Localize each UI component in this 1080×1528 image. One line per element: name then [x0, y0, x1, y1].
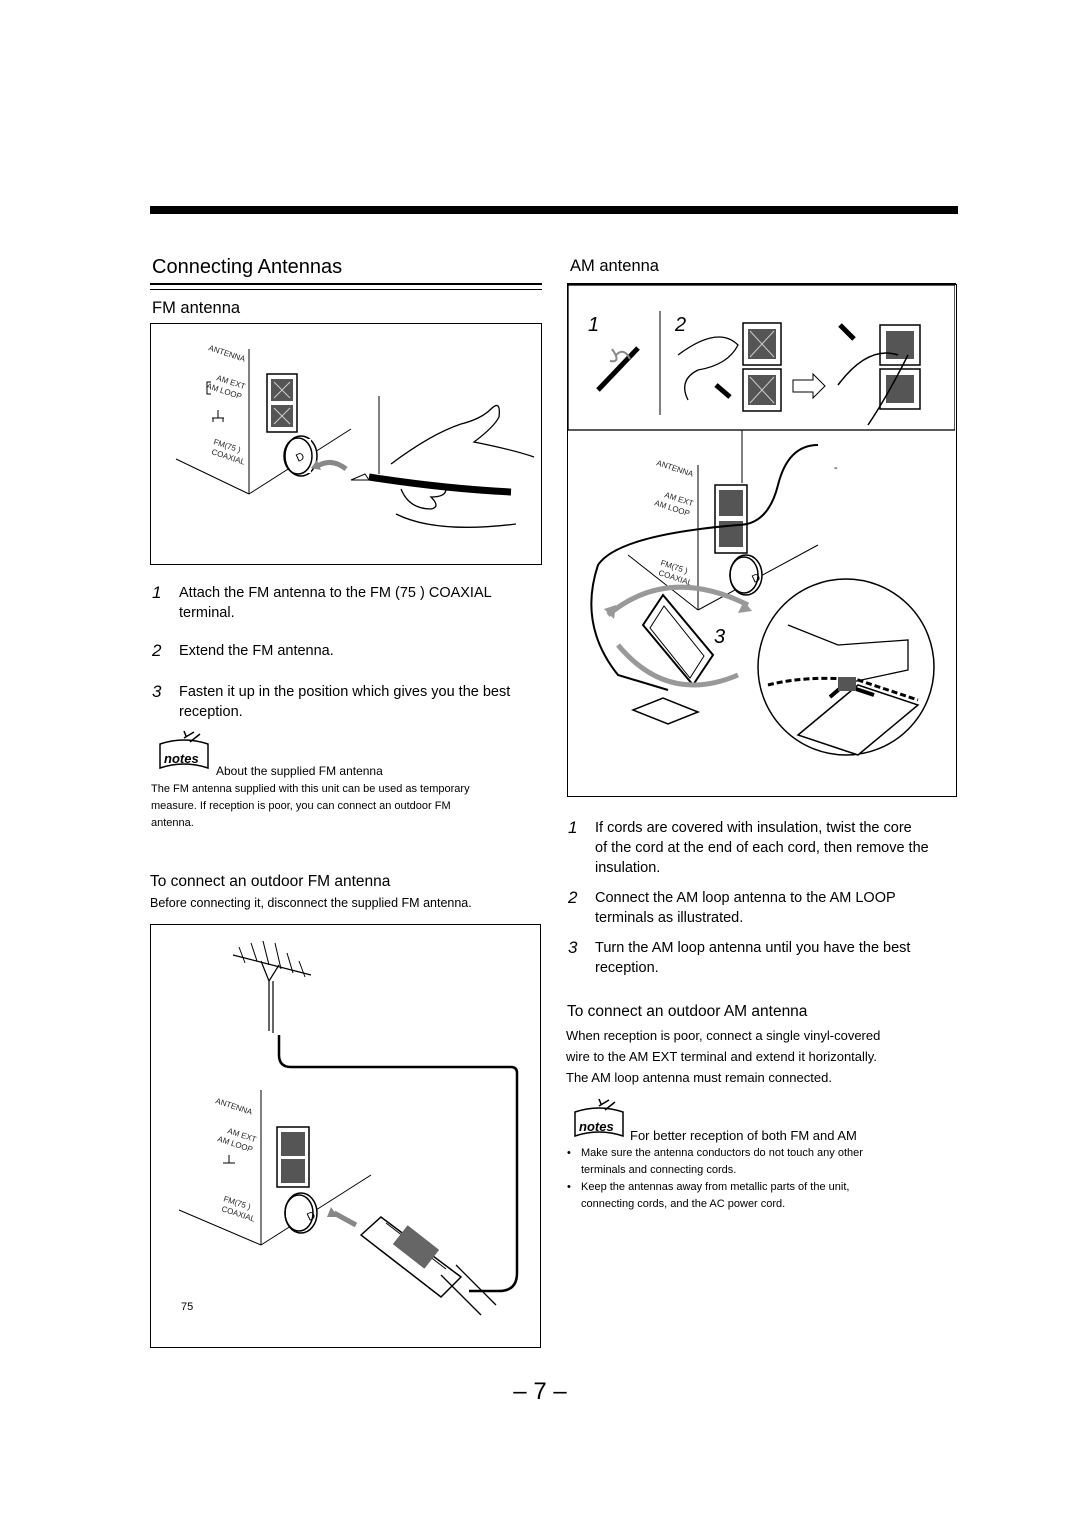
fm-step-2: 2 Extend the FM antenna. — [152, 641, 552, 661]
outdoor-am-text: When reception is poor, connect a single… — [566, 1025, 976, 1088]
figure-step-2: 2 — [674, 314, 686, 336]
notes-line: The FM antenna supplied with this unit c… — [151, 783, 470, 795]
outdoor-fm-illustration: ANTENNA AM EXT AM LOOP FM(75 ) COAXIAL D… — [178, 940, 519, 1316]
fm-notes-title: About the supplied FM antenna — [216, 764, 383, 778]
step-text: Turn the AM loop antenna until you have … — [595, 940, 911, 956]
step-text: terminals as illustrated. — [595, 910, 744, 926]
am-notes-list: Make sure the antenna conductors do not … — [567, 1145, 977, 1213]
fm-notes-text: The FM antenna supplied with this unit c… — [151, 781, 546, 832]
fm-antenna-illustration: ANTENNA AM EXT AM LOOP FM(75 ) COAXIAL D — [175, 343, 535, 528]
fm-antenna-figure: ANTENNA AM EXT AM LOOP FM(75 ) COAXIAL D — [150, 323, 542, 565]
page-number: – 7 – — [513, 1378, 567, 1405]
am-notes-title: For better reception of both FM and AM — [630, 1128, 857, 1143]
bullet-line: terminals and connecting cords. — [581, 1164, 737, 1176]
figure-caption: 75 — [181, 1301, 193, 1313]
notes-bullet: Make sure the antenna conductors do not … — [567, 1145, 977, 1179]
step-number: 2 — [152, 641, 162, 660]
step-text: insulation. — [595, 860, 661, 876]
page-title: Connecting Antennas — [152, 256, 343, 278]
step-text: If cords are covered with insulation, tw… — [595, 820, 912, 836]
header-bar — [150, 206, 958, 214]
step-text: of the cord at the end of each cord, the… — [595, 840, 929, 856]
outdoor-fm-figure: ANTENNA AM EXT AM LOOP FM(75 ) COAXIAL D… — [150, 924, 541, 1348]
outdoor-fm-heading: To connect an outdoor FM antenna — [150, 873, 391, 890]
am-step-3: 3 Turn the AM loop antenna until you hav… — [568, 938, 978, 980]
am-heading: AM antenna — [570, 257, 659, 275]
step-number: 2 — [568, 888, 578, 907]
step-text: reception. — [595, 960, 659, 976]
step-number: 3 — [568, 938, 578, 957]
fm-heading: FM antenna — [152, 299, 241, 317]
figure-step-3: 3 — [714, 626, 725, 648]
text-line: The AM loop antenna must remain connecte… — [566, 1070, 832, 1085]
step-text: Attach the FM antenna to the FM (75 ) CO… — [179, 585, 492, 601]
outdoor-fm-text: Before connecting it, disconnect the sup… — [150, 896, 472, 910]
am-step-1: 1 If cords are covered with insulation, … — [568, 818, 978, 880]
fm-step-1: 1 Attach the FM antenna to the FM (75 ) … — [152, 583, 552, 625]
step-text: Connect the AM loop antenna to the AM LO… — [595, 890, 896, 906]
notes-line: measure. If reception is poor, you can c… — [151, 800, 451, 812]
notes-bullet: Keep the antennas away from metallic par… — [567, 1179, 977, 1213]
step-text: terminal. — [179, 605, 235, 621]
notes-line: antenna. — [151, 817, 194, 829]
text-line: wire to the AM EXT terminal and extend i… — [566, 1049, 877, 1064]
antenna-label: ANTENNA — [207, 343, 247, 364]
antenna-label: ANTENNA — [655, 458, 695, 479]
am-step-2: 2 Connect the AM loop antenna to the AM … — [568, 888, 978, 930]
step-text: reception. — [179, 704, 243, 720]
svg-text:notes: notes — [164, 751, 199, 766]
svg-text:notes: notes — [579, 1119, 614, 1134]
figure-dash: - — [834, 462, 838, 474]
bullet-line: Make sure the antenna conductors do not … — [581, 1147, 863, 1159]
figure-step-1: 1 — [588, 314, 599, 336]
text-line: When reception is poor, connect a single… — [566, 1028, 881, 1043]
outdoor-am-heading: To connect an outdoor AM antenna — [567, 1003, 808, 1020]
title-rule-thin — [150, 289, 542, 290]
am-antenna-figure: 1 2 ANTENNA AM EXT AM LOOP FM(75 ) COAX — [567, 284, 957, 797]
step-number: 1 — [152, 583, 162, 602]
fm-step-3: 3 Fasten it up in the position which giv… — [152, 682, 552, 724]
am-antenna-illustration: 1 2 ANTENNA AM EXT AM LOOP FM(75 ) COAX — [567, 284, 956, 756]
bullet-line: Keep the antennas away from metallic par… — [581, 1181, 850, 1193]
notes-icon: notes — [574, 1098, 624, 1138]
step-number: 1 — [568, 818, 578, 837]
step-number: 3 — [152, 682, 162, 701]
title-rule — [150, 283, 542, 285]
bullet-line: connecting cords, and the AC power cord. — [581, 1198, 786, 1210]
antenna-label: ANTENNA — [214, 1096, 254, 1117]
step-text: Fasten it up in the position which gives… — [179, 684, 511, 700]
notes-icon: notes — [159, 730, 209, 770]
step-text: Extend the FM antenna. — [179, 643, 334, 659]
